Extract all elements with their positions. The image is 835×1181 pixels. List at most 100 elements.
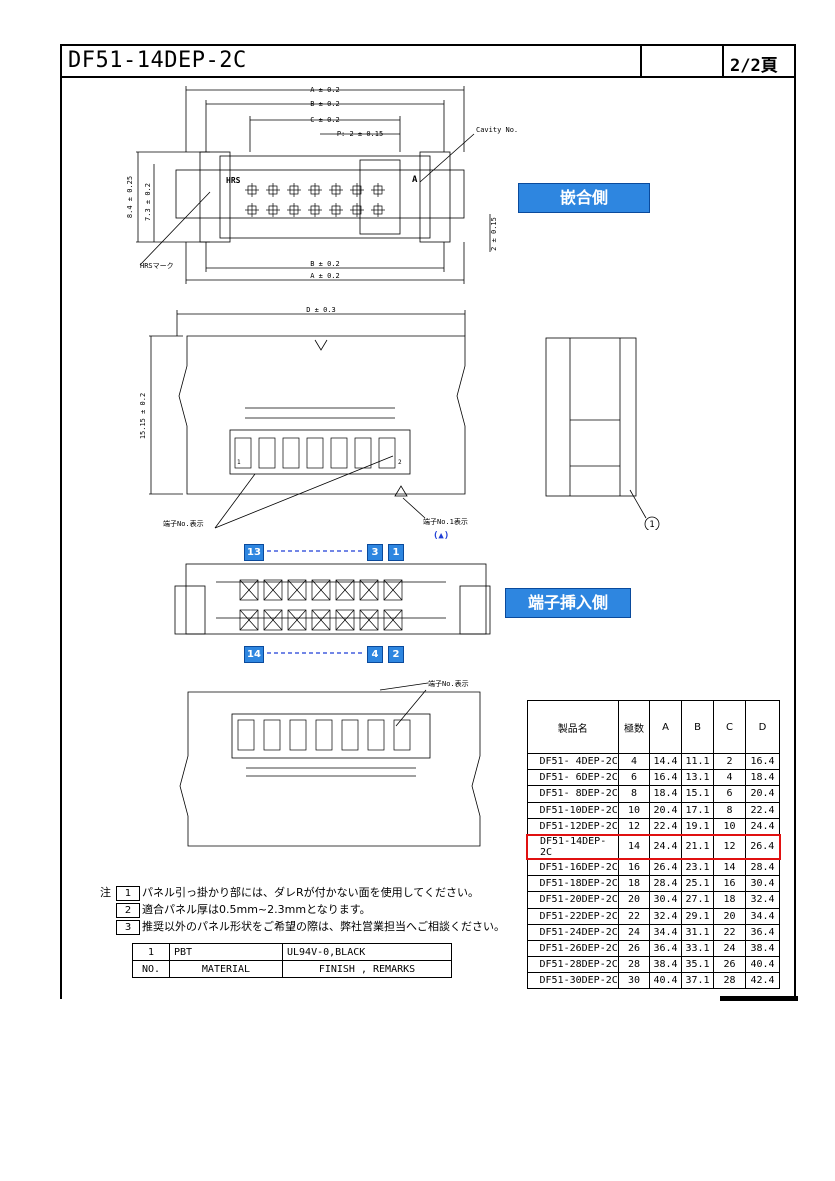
table-cell: 32.4 — [649, 907, 682, 925]
table-cell: 18 — [713, 891, 746, 909]
terminal-cell — [287, 609, 307, 631]
terminal-cell-cross — [311, 609, 331, 631]
terminal-cell-cross — [287, 579, 307, 601]
title-divider — [640, 46, 642, 76]
note-text: パネル引っ掛かり部には、ダレRが付かない面を使用してください。 — [142, 886, 479, 899]
terminal-cell-cross — [335, 579, 355, 601]
table-cell: 24 — [713, 939, 746, 958]
table-cell: 30.4 — [649, 891, 682, 909]
table-cell: 15.1 — [681, 785, 714, 803]
terminal-cell — [263, 609, 283, 631]
col-header: A — [649, 700, 682, 754]
table-cell: 16.4 — [745, 752, 780, 771]
material-row: 1 PBT UL94V-0,BLACK — [132, 943, 452, 961]
dim-c: C ± 0.2 — [310, 116, 340, 124]
terminal-cell — [239, 579, 259, 601]
table-cell: 22 — [618, 907, 650, 925]
dim-p: P: 2 ± 0.15 — [337, 130, 383, 138]
terminal-cell-cross — [359, 609, 379, 631]
material-header-row: NO. MATERIAL FINISH , REMARKS — [132, 960, 452, 978]
terminal-slot — [237, 719, 255, 751]
table-cell: 32.4 — [745, 891, 780, 909]
table-cell: 10 — [713, 817, 746, 836]
table-cell: 40.4 — [745, 956, 780, 974]
dim-d: D ± 0.3 — [306, 306, 336, 314]
table-cell: 2 — [713, 752, 746, 771]
table-cell: DF51-20DEP-2C — [526, 891, 619, 909]
table-cell: 8 — [713, 801, 746, 819]
sheet-corner-bar — [720, 996, 798, 1001]
title-block: DF51-14DEP-2C 2/2頁 — [62, 46, 796, 78]
table-cell: 38.4 — [745, 939, 780, 958]
table-cell: 24.4 — [745, 817, 780, 836]
terminal-cell — [383, 579, 403, 601]
dim-2: 2 ± 0.15 — [490, 217, 498, 251]
terminal-slot — [378, 437, 396, 469]
dim-b-bottom: B ± 0.2 — [310, 260, 340, 268]
table-cell: 26 — [713, 956, 746, 974]
table-cell: 6 — [713, 785, 746, 803]
col-header: C — [713, 700, 746, 754]
terminal-slot — [289, 719, 307, 751]
drawing-title: DF51-14DEP-2C — [68, 48, 247, 73]
table-cell: 26 — [618, 939, 650, 958]
terminal-slots — [234, 437, 396, 469]
dim-b: B ± 0.2 — [310, 100, 340, 108]
bottom-view: 端子No.表示 — [179, 679, 481, 847]
table-cell: 25.1 — [681, 875, 714, 893]
terminal-cell-cross — [359, 579, 379, 601]
table-cell: 22.4 — [649, 817, 682, 836]
table-cell: DF51-10DEP-2C — [526, 801, 619, 819]
terminal-cells — [239, 579, 403, 631]
terminal-no1-label: 端子No.1表示 — [423, 517, 468, 526]
terminal-slot — [282, 437, 300, 469]
side-view: 1 — [545, 337, 660, 530]
note-marker: 3 — [116, 920, 140, 935]
terminal-slot — [354, 437, 372, 469]
table-cell: 27.1 — [681, 891, 714, 909]
table-cell: 42.4 — [745, 972, 780, 990]
table-cell: 28.4 — [745, 858, 780, 877]
table-cell: 12 — [713, 833, 746, 860]
table-cell: DF51-14DEP-2C — [526, 833, 619, 860]
pin-2-label: 2 — [388, 646, 404, 663]
table-cell: 16 — [618, 858, 650, 877]
table-cell: 8 — [618, 785, 650, 803]
table-cell: 6 — [618, 769, 650, 787]
pin-3-label: 3 — [367, 544, 383, 561]
table-cell: 10 — [618, 801, 650, 819]
table-cell: 23.1 — [681, 858, 714, 877]
table-cell: DF51-24DEP-2C — [526, 923, 619, 941]
dim-a-bottom: A ± 0.2 — [310, 272, 340, 280]
terminal-cell — [287, 579, 307, 601]
terminal-cell — [359, 609, 379, 631]
material-header: NO. — [132, 960, 170, 978]
table-cell: 24 — [618, 923, 650, 941]
note-marker: 1 — [116, 886, 140, 901]
table-cell: 35.1 — [681, 956, 714, 974]
terminal-cell — [383, 609, 403, 631]
page-number: 2/2頁 — [730, 56, 778, 76]
terminal-cell — [263, 579, 283, 601]
hrs-logo: HRS — [226, 176, 241, 185]
col-header: B — [681, 700, 714, 754]
table-cell: 21.1 — [681, 833, 714, 860]
col-header: D — [745, 700, 780, 754]
table-cell: DF51-16DEP-2C — [526, 858, 619, 877]
table-cell: 36.4 — [649, 939, 682, 958]
table-cell: 16.4 — [649, 769, 682, 787]
table-cell: 31.1 — [681, 923, 714, 941]
table-cell: 4 — [618, 752, 650, 771]
hrs-mark-label: HRSマーク — [140, 262, 174, 270]
table-cell: 22.4 — [745, 801, 780, 819]
